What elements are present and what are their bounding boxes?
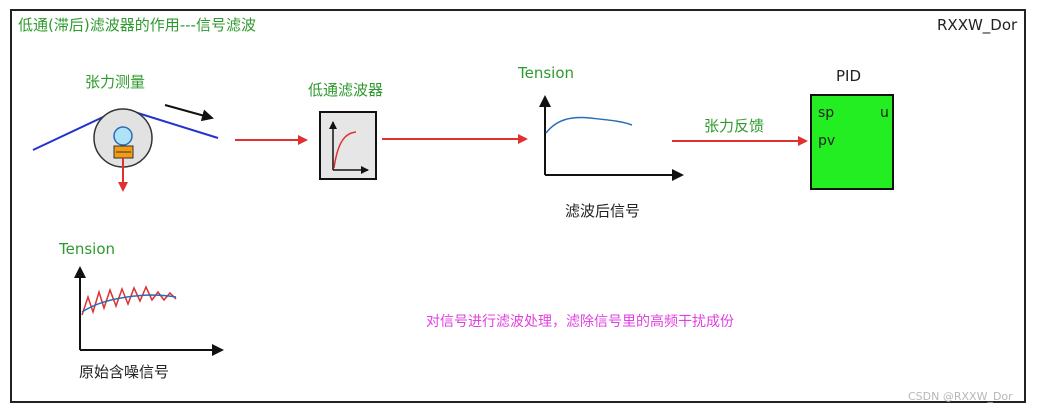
raw-signal-label: 原始含噪信号 bbox=[79, 363, 170, 381]
raw-tension-axis-label: Tension bbox=[59, 240, 116, 258]
web-direction-arrow bbox=[164, 104, 214, 122]
filtered-signal-chart bbox=[539, 95, 684, 181]
description-text: 对信号进行滤波处理，滤除信号里的高频干扰成份 bbox=[426, 314, 734, 330]
csdn-watermark: CSDN @RXXW_Dor bbox=[908, 390, 1013, 403]
diagram-title: 低通(滞后)滤波器的作用---信号滤波 bbox=[18, 16, 256, 34]
diagram-frame bbox=[10, 9, 1026, 403]
pid-block: sp u pv bbox=[810, 94, 894, 190]
pid-pv-port: pv bbox=[818, 133, 836, 149]
tension-sensor-icon bbox=[32, 108, 219, 192]
lowpass-filter-icon bbox=[319, 111, 377, 180]
pid-u-port: u bbox=[880, 105, 889, 121]
filtered-signal-label: 滤波后信号 bbox=[565, 202, 641, 220]
author-label: RXXW_Dor bbox=[937, 16, 1018, 34]
pid-title: PID bbox=[836, 67, 862, 85]
tension-feedback-label: 张力反馈 bbox=[704, 117, 765, 135]
filtered-tension-axis-label: Tension bbox=[518, 64, 575, 82]
pid-sp-port: sp bbox=[818, 105, 835, 121]
lowpass-filter-label: 低通滤波器 bbox=[308, 81, 384, 99]
raw-signal-chart bbox=[74, 266, 224, 356]
tension-measure-label: 张力测量 bbox=[85, 73, 146, 91]
